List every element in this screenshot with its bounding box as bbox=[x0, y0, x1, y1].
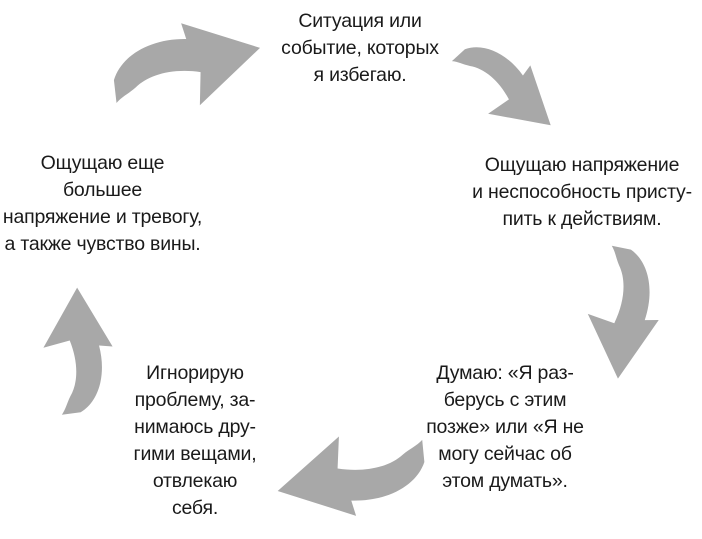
text-line: напряжение и тревогу, bbox=[2, 206, 203, 228]
node-more-anxiety: Ощущаю еще большее напряжение и тревогу,… bbox=[0, 150, 205, 258]
text-line: Ситуация или bbox=[298, 10, 422, 32]
text-line: нимаюсь дру- bbox=[134, 416, 256, 438]
text-line: себя. bbox=[171, 497, 219, 519]
curved-arrow-left-to-top-icon bbox=[109, 17, 265, 112]
text-line: гими вещами, bbox=[133, 443, 257, 465]
text-line: я избегаю. bbox=[313, 64, 407, 86]
text-line: пить к действиям. bbox=[502, 208, 662, 230]
text-line: этом думать». bbox=[442, 470, 568, 492]
text-line: а также чувство вины. bbox=[4, 233, 201, 255]
text-line: и неспособность присту- bbox=[472, 181, 692, 203]
text-line: Ощущаю напряжение bbox=[484, 154, 680, 176]
text-line: событие, которых bbox=[281, 37, 439, 59]
text-line: позже» или «Я не bbox=[426, 416, 584, 438]
curved-arrow-shape bbox=[110, 17, 264, 112]
node-tension: Ощущаю напряжение и неспособность присту… bbox=[462, 152, 702, 233]
node-ignore-problem: Игнорирую проблему, за- нимаюсь дру- гим… bbox=[95, 360, 295, 522]
text-line: Игнорирую bbox=[146, 362, 244, 384]
text-line: отвлекаю bbox=[152, 470, 238, 492]
text-line: Ощущаю еще большее bbox=[40, 152, 165, 201]
text-line: могу сейчас об bbox=[438, 443, 572, 465]
text-line: Думаю: «Я раз- bbox=[436, 362, 574, 384]
node-situation: Ситуация или событие, которых я избегаю. bbox=[250, 8, 470, 89]
node-postpone-thought: Думаю: «Я раз- берусь с этим позже» или … bbox=[405, 360, 605, 495]
text-line: проблему, за- bbox=[134, 389, 256, 411]
text-line: берусь с этим bbox=[443, 389, 567, 411]
